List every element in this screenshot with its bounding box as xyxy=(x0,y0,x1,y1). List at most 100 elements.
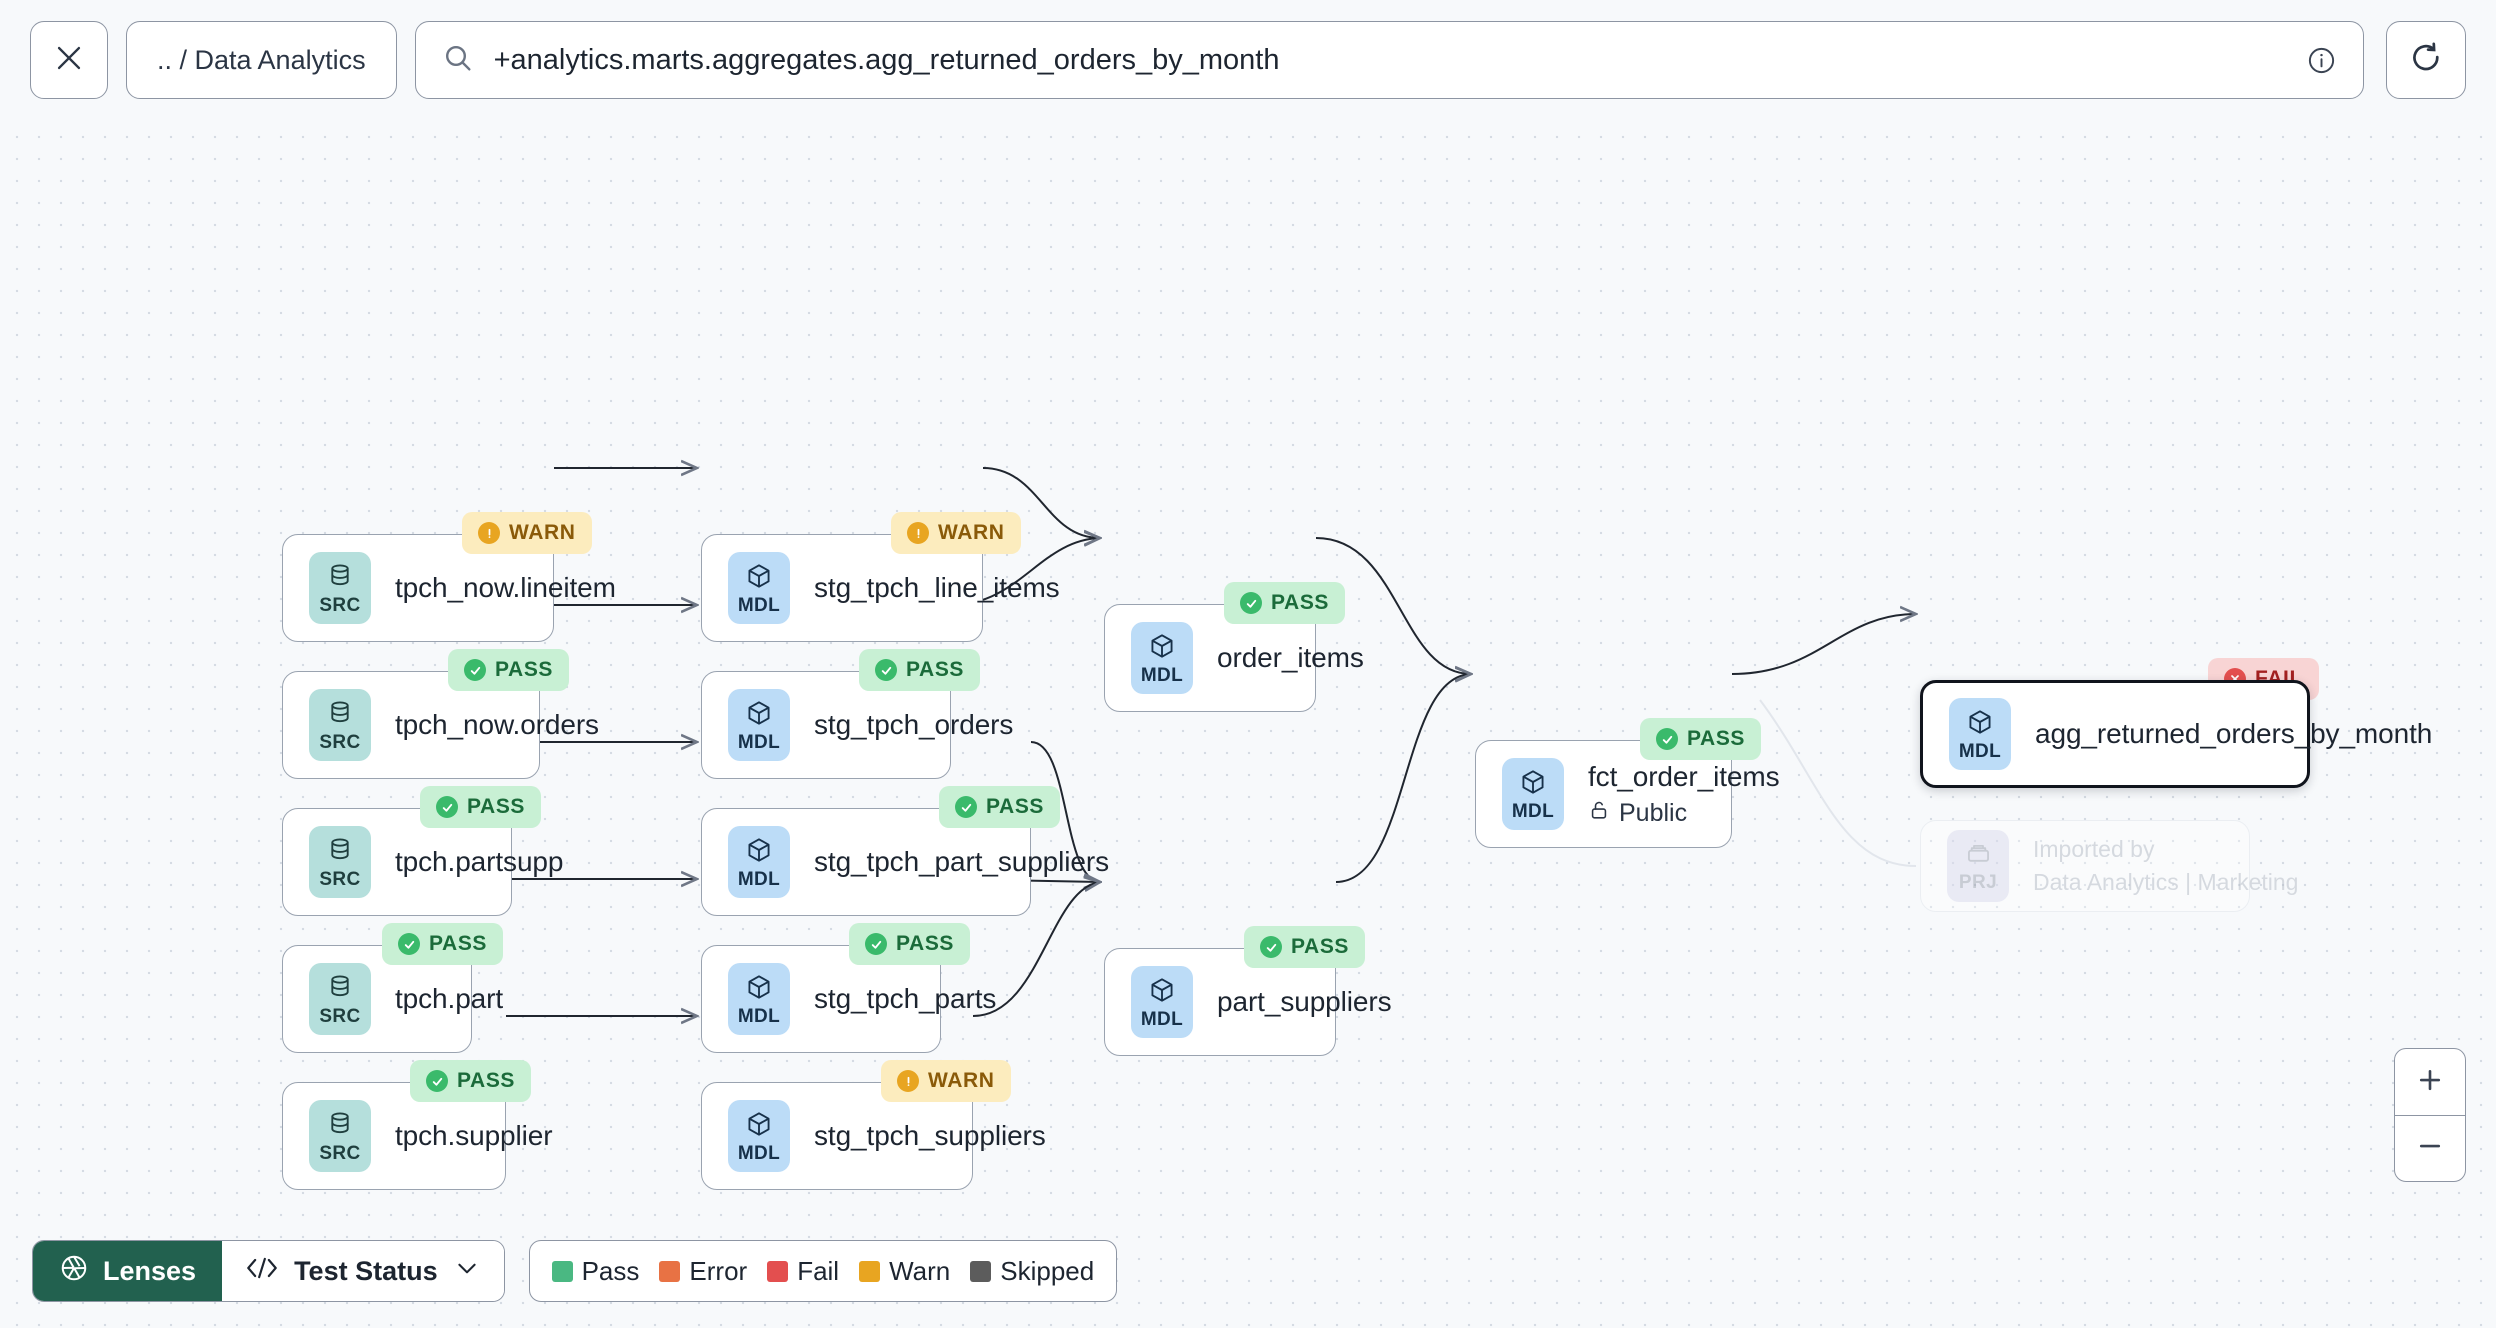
legend-label: Pass xyxy=(581,1255,640,1286)
legend-swatch xyxy=(659,1260,681,1282)
node-body: part_suppliers xyxy=(1217,986,1392,1018)
legend-item-skipped[interactable]: Skipped xyxy=(970,1256,1094,1287)
node-body: tpch.partsupp xyxy=(395,846,563,878)
status-legend: Pass Error Fail Warn Skipped xyxy=(528,1240,1118,1302)
node-body: tpch_now.lineitem xyxy=(395,572,616,604)
refresh-button[interactable] xyxy=(2386,21,2466,99)
node-title: stg_tpch_orders xyxy=(814,709,1014,740)
node-title: tpch.supplier xyxy=(395,1120,553,1151)
graph-node-src_orders[interactable]: SRC tpch_now.orders xyxy=(282,671,599,779)
cube-icon xyxy=(1148,632,1176,665)
graph-node-src_supplier[interactable]: SRC tpch.supplier xyxy=(282,1082,553,1190)
zoom-out-button[interactable] xyxy=(2395,1115,2465,1181)
node-body: stg_tpch_part_suppliers xyxy=(814,846,1109,878)
zoom-in-button[interactable] xyxy=(2395,1049,2465,1115)
node-type-label: SRC xyxy=(319,731,361,753)
imported-by-label: Imported by xyxy=(2033,836,2155,862)
node-type-chip-mdl: MDL xyxy=(1131,966,1193,1038)
graph-node-mdl_order_items[interactable]: MDL order_items xyxy=(1104,604,1364,712)
node-title: part_suppliers xyxy=(1217,986,1392,1017)
database-icon xyxy=(326,699,354,732)
node-body: stg_tpch_line_items xyxy=(814,572,1060,604)
node-type-chip-mdl: MDL xyxy=(728,689,790,761)
database-icon xyxy=(326,562,354,595)
node-type-label: PRJ xyxy=(1958,872,1998,893)
node-title: tpch_now.orders xyxy=(395,709,599,740)
legend-item-fail[interactable]: Fail xyxy=(767,1256,839,1287)
node-body: stg_tpch_parts xyxy=(814,983,997,1015)
graph-node-mdl_line_items[interactable]: MDL stg_tpch_line_items xyxy=(701,534,1060,642)
search-input[interactable]: +analytics.marts.aggregates.agg_returned… xyxy=(493,43,1280,76)
node-type-chip-src: SRC xyxy=(309,1100,371,1172)
bottom-toolbar: Lenses Test Status Pass Error Fail Warn Skip… xyxy=(32,1240,1118,1302)
node-type-chip-mdl: MDL xyxy=(1131,622,1193,694)
node-visibility: Public xyxy=(1588,799,1731,828)
close-icon xyxy=(52,41,86,80)
test-status-button[interactable]: Test Status xyxy=(222,1241,504,1301)
node-type-label: MDL xyxy=(1140,664,1184,686)
graph-node-src_lineitem[interactable]: SRC tpch_now.lineitem xyxy=(282,534,616,642)
node-title: stg_tpch_line_items xyxy=(814,572,1060,603)
graph-node-mdl_parts[interactable]: MDL stg_tpch_parts xyxy=(701,945,997,1053)
test-status-label: Test Status xyxy=(294,1255,438,1286)
aperture-icon xyxy=(59,1253,89,1290)
node-body: tpch.supplier xyxy=(395,1120,553,1152)
unlock-icon xyxy=(1588,799,1610,828)
node-type-label: MDL xyxy=(737,594,781,616)
search-bar[interactable]: +analytics.marts.aggregates.agg_returned… xyxy=(414,21,2364,99)
node-type-label: MDL xyxy=(737,1142,781,1164)
legend-label: Fail xyxy=(797,1255,840,1286)
cube-icon xyxy=(745,699,773,732)
legend-label: Error xyxy=(689,1255,748,1286)
legend-label: Warn xyxy=(889,1255,951,1286)
node-title: fct_order_items xyxy=(1588,760,1780,792)
legend-item-error[interactable]: Error xyxy=(659,1256,747,1287)
breadcrumb-button[interactable]: .. / Data Analytics xyxy=(126,21,397,99)
node-type-chip-mdl: MDL xyxy=(1502,758,1564,830)
node-type-label: SRC xyxy=(319,1142,361,1164)
code-icon xyxy=(246,1255,278,1288)
legend-label: Skipped xyxy=(1000,1255,1095,1286)
node-type-label: MDL xyxy=(1958,740,2002,762)
graph-node-mdl_part_suppliers2[interactable]: MDL part_suppliers xyxy=(1104,948,1392,1056)
node-type-chip-mdl: MDL xyxy=(1949,698,2011,770)
lenses-button[interactable]: Lenses xyxy=(33,1241,223,1301)
node-body: agg_returned_orders_by_month xyxy=(2035,718,2433,750)
close-button[interactable] xyxy=(30,21,108,99)
node-visibility-label: Public xyxy=(1619,798,1688,827)
info-icon[interactable] xyxy=(2306,45,2337,76)
top-toolbar: .. / Data Analytics +analytics.marts.agg… xyxy=(0,0,2496,120)
node-type-label: SRC xyxy=(319,1005,361,1027)
node-body: order_items xyxy=(1217,642,1364,674)
cube-icon xyxy=(745,562,773,595)
node-title: stg_tpch_parts xyxy=(814,983,997,1014)
graph-node-mdl_orders[interactable]: MDL stg_tpch_orders xyxy=(701,671,1014,779)
node-title: agg_returned_orders_by_month xyxy=(2035,718,2433,749)
cube-icon xyxy=(745,973,773,1006)
node-type-chip-prj: PRJ xyxy=(1947,830,2009,902)
legend-item-pass[interactable]: Pass xyxy=(551,1255,640,1287)
node-title: order_items xyxy=(1217,642,1364,673)
breadcrumb-label: .. / Data Analytics xyxy=(157,44,366,75)
database-icon xyxy=(326,973,354,1006)
refresh-icon xyxy=(2408,40,2444,81)
database-icon xyxy=(326,836,354,869)
node-title: stg_tpch_part_suppliers xyxy=(814,846,1109,877)
database-icon xyxy=(326,1110,354,1143)
graph-node-mdl_agg_returned[interactable]: MDL agg_returned_orders_by_month xyxy=(1920,680,2433,788)
chevron-down-icon xyxy=(454,1255,480,1288)
node-type-label: MDL xyxy=(737,1005,781,1027)
cube-icon xyxy=(745,1110,773,1143)
legend-item-warn[interactable]: Warn xyxy=(859,1256,950,1287)
node-type-label: MDL xyxy=(737,731,781,753)
lenses-label: Lenses xyxy=(103,1255,197,1286)
node-type-chip-src: SRC xyxy=(309,552,371,624)
